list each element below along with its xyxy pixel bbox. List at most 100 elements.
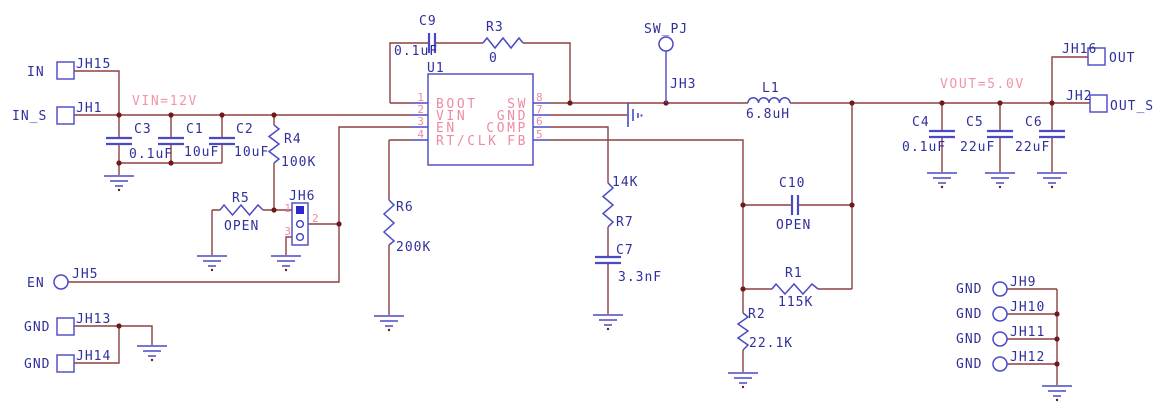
ground-icon	[1037, 172, 1067, 184]
jumper-pin2-pad	[295, 219, 305, 229]
test-point	[658, 36, 674, 52]
pin-number: 3	[284, 225, 291, 238]
header-pad	[56, 106, 75, 125]
pin-number: 6	[536, 115, 543, 128]
value-label: 14K	[612, 175, 638, 190]
jumper-jh6: JH6 1 2 3	[284, 189, 319, 246]
value-label: 0	[489, 51, 498, 66]
signal-label: GND	[956, 357, 982, 372]
value-label: 0.1uF	[902, 140, 946, 155]
pin-number: 8	[536, 91, 543, 104]
test-point	[53, 274, 69, 290]
value-label: 22uF	[1015, 140, 1050, 155]
pin-name: GND	[497, 109, 528, 124]
capacitor-c1: C1 10uF	[158, 122, 219, 160]
header-pad	[56, 317, 75, 336]
capacitor-icon	[1039, 129, 1065, 139]
value-label: 3.3nF	[618, 270, 662, 285]
test-point	[992, 356, 1008, 372]
header-pad	[1087, 47, 1106, 66]
connector-jh1: IN_S JH1	[12, 101, 101, 125]
ref-label: C2	[236, 122, 254, 137]
connector-jh13: GND JH13	[24, 312, 110, 336]
capacitor-icon	[158, 136, 184, 146]
ref-label: C9	[419, 14, 437, 29]
value-label: 10uF	[184, 145, 219, 160]
ref-label: R2	[748, 307, 766, 322]
ground-icon	[137, 345, 167, 357]
connector-jh15: IN JH15	[27, 57, 110, 80]
capacitor-c2: C2 10uF	[209, 122, 269, 160]
wire-gnd-headers	[1007, 288, 1058, 385]
resistor-icon	[771, 282, 819, 296]
jumper-pin1-pad	[296, 206, 304, 214]
wire-fb-net	[550, 139, 852, 372]
ref-label: C10	[779, 176, 805, 191]
pin-number: 2	[417, 103, 424, 116]
ref-label: JH10	[1010, 300, 1045, 315]
connector-jh5: EN JH5	[27, 267, 98, 291]
value-label: 0.1uF	[129, 147, 173, 162]
wire-comp-net	[550, 126, 609, 314]
ground-icon	[728, 372, 758, 384]
capacitor-c6: C6 22uF	[1015, 115, 1065, 155]
connector-jh14: GND JH14	[24, 349, 110, 373]
ref-label: R1	[785, 266, 803, 281]
resistor-r1: R1 115K	[771, 266, 819, 310]
ref-label: R3	[486, 20, 504, 35]
ref-label: JH12	[1010, 350, 1045, 365]
pin-number: 1	[284, 202, 291, 215]
signal-label: GND	[956, 307, 982, 322]
connector-jh12: GND JH12	[956, 350, 1045, 372]
resistor-icon	[736, 312, 750, 351]
pin-number: 7	[536, 103, 543, 116]
capacitor-c9: C9 0.1uF	[394, 14, 437, 59]
ground-icon	[374, 315, 404, 327]
vout-net-label: VOUT=5.0V	[940, 77, 1025, 92]
ref-label: JH5	[72, 267, 98, 282]
ic-pin-stubs	[411, 102, 550, 141]
vin-net-label: VIN=12V	[132, 94, 198, 109]
signal-label: OUT	[1109, 51, 1135, 66]
ref-label: U1	[427, 61, 445, 76]
ref-label: JH11	[1010, 325, 1045, 340]
resistor-r2: R2 22.1K	[736, 307, 792, 351]
resistor-r5: R5 OPEN	[219, 191, 264, 234]
header-pad	[56, 354, 75, 373]
capacitor-icon	[427, 33, 437, 53]
wire-en-net	[68, 126, 411, 283]
capacitor-icon	[987, 129, 1013, 139]
inductor-icon	[747, 97, 791, 104]
value-label: 10uF	[234, 145, 269, 160]
ref-label: R4	[284, 132, 302, 147]
signal-label: GND	[24, 357, 50, 372]
test-point	[992, 306, 1008, 322]
resistor-icon	[601, 182, 615, 228]
value-label: 100K	[281, 155, 316, 170]
pin-name: RT/CLK	[436, 134, 499, 149]
ref-label: C6	[1025, 115, 1043, 130]
pin-name: EN	[436, 121, 457, 136]
header-pad	[56, 61, 75, 80]
ref-label: C4	[912, 115, 930, 130]
ground-icon	[104, 175, 134, 187]
inductor-l1: L1 6.8uH	[746, 81, 791, 122]
signal-label: EN	[27, 276, 45, 291]
wire-rt-net	[388, 139, 411, 315]
ref-label: JH3	[670, 77, 696, 92]
resistor-icon	[482, 36, 524, 50]
value-label: 22uF	[960, 140, 995, 155]
ref-label: L1	[762, 81, 780, 96]
ground-icon	[197, 255, 227, 267]
ground-icon	[271, 255, 301, 267]
connector-jh10: GND JH10	[956, 300, 1045, 322]
ref-label: C3	[134, 122, 152, 137]
connector-jh2: JH2 OUT_S	[1066, 89, 1153, 114]
value-label: OPEN	[776, 218, 811, 233]
value-label: 200K	[396, 240, 431, 255]
resistor-r7: 14K R7	[601, 175, 638, 230]
value-label: 6.8uH	[746, 107, 790, 122]
capacitor-c4: C4 0.1uF	[902, 115, 955, 155]
